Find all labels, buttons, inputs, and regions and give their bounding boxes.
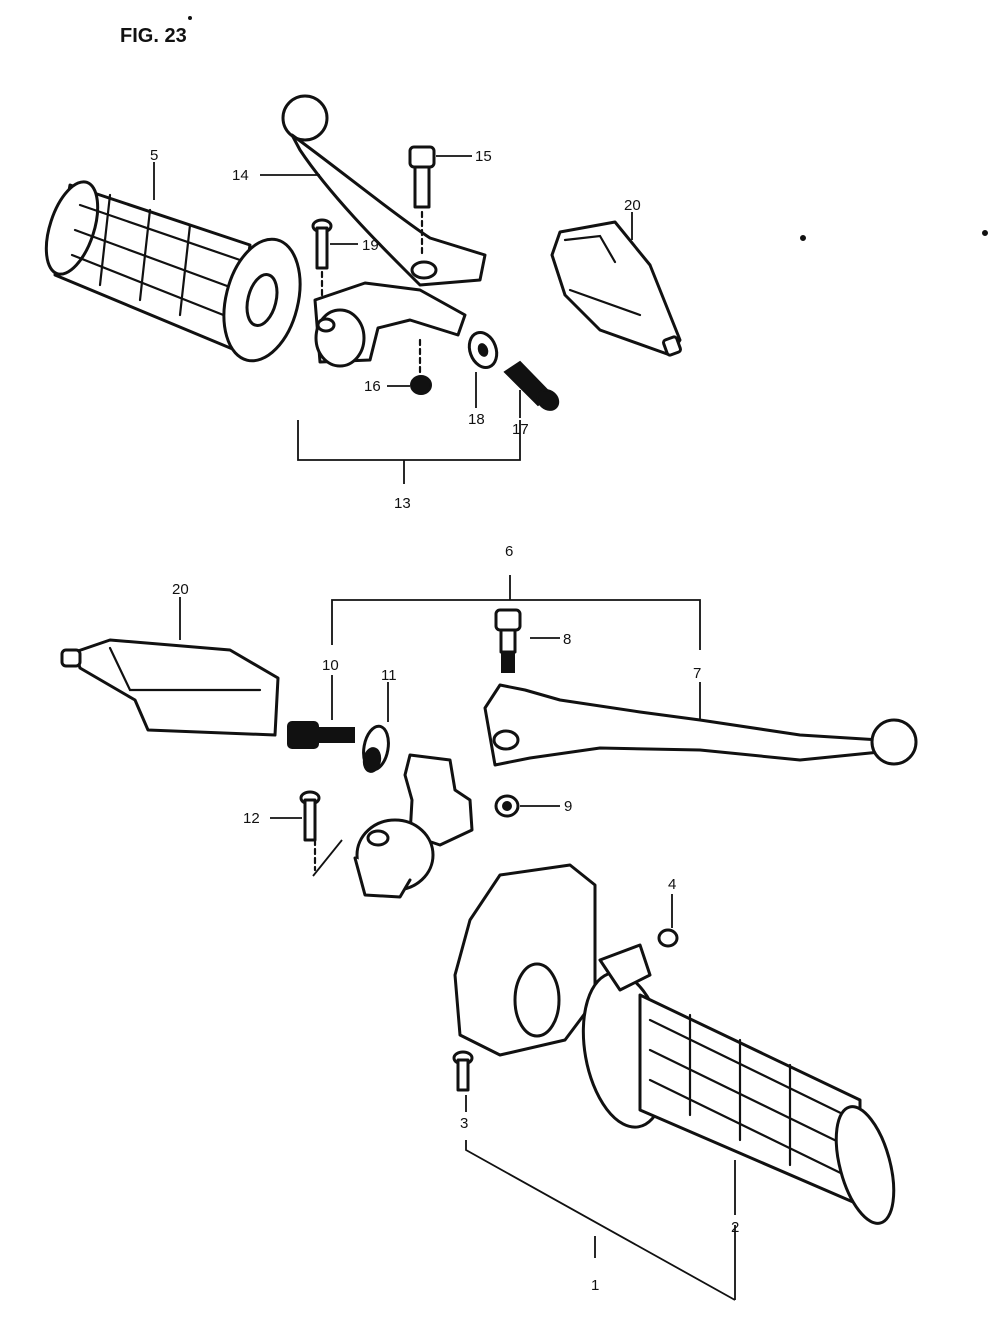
lever-bracket-part-13	[313, 281, 467, 374]
callout-1: 1	[591, 1277, 599, 1294]
lever-bracket-lower	[353, 753, 474, 899]
pivot-bolt-part-15	[408, 145, 436, 257]
bracket-6	[331, 575, 701, 650]
washer-part-11	[362, 724, 390, 773]
callout-3: 3	[460, 1115, 468, 1132]
small-part-4	[657, 928, 679, 948]
callout-13: 13	[394, 495, 411, 512]
callout-8: 8	[563, 631, 571, 648]
left-grip-part-5	[44, 180, 302, 363]
nut-part-9	[494, 794, 520, 818]
callout-12: 12	[243, 810, 260, 827]
lever-part-7	[483, 683, 918, 767]
callout-19: 19	[362, 237, 379, 254]
leader-lines	[153, 155, 736, 1215]
callout-20-lower: 20	[172, 581, 189, 598]
callout-14: 14	[232, 167, 249, 184]
lever-part-14	[281, 94, 487, 287]
screw-part-12	[299, 790, 321, 872]
callout-2: 2	[731, 1219, 739, 1236]
callout-16: 16	[364, 378, 381, 395]
callout-5: 5	[150, 147, 158, 164]
callout-11: 11	[381, 667, 397, 684]
callout-4: 4	[668, 876, 676, 893]
figure-title: FIG. 23	[120, 25, 187, 47]
callout-18: 18	[468, 411, 485, 428]
bracket-1	[465, 1140, 736, 1301]
callout-7: 7	[693, 665, 701, 682]
lever-cover-part-20-upper	[550, 220, 682, 357]
callout-labels: 5 14 15 19 20 16 18 17 13 6 20 8 10 11 7…	[150, 147, 739, 1294]
screw-part-19	[311, 218, 333, 314]
callout-15: 15	[475, 148, 492, 165]
bolt-part-17	[503, 360, 560, 411]
throttle-housing	[453, 863, 597, 1057]
callout-10: 10	[322, 657, 339, 674]
screw-part-3	[452, 1050, 474, 1092]
callout-9: 9	[564, 798, 572, 815]
washer-part-18	[467, 331, 499, 369]
pivot-bolt-part-8	[494, 608, 522, 673]
callout-20-upper: 20	[624, 197, 641, 214]
bracket-13	[297, 420, 521, 484]
lever-cover-part-20-lower	[60, 638, 280, 737]
callout-6: 6	[505, 543, 513, 560]
nut-part-16	[410, 375, 432, 395]
bolt-part-10	[287, 721, 355, 749]
callout-17: 17	[512, 421, 529, 438]
scan-specks	[188, 16, 988, 241]
right-grip-part-2	[581, 943, 896, 1225]
